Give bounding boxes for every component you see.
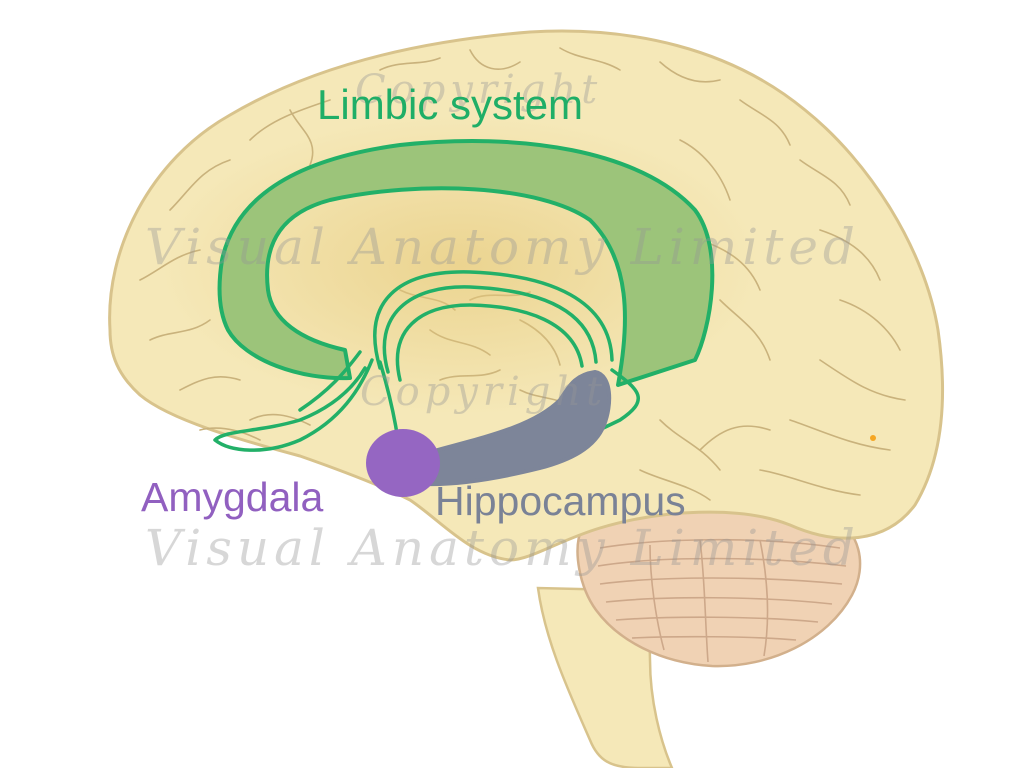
watermark-copyright: Copyright xyxy=(360,369,608,415)
cerebellum-folia xyxy=(597,538,847,663)
hippocampus-label: Hippocampus xyxy=(435,478,686,524)
limbic-cingulate-arc xyxy=(217,139,715,387)
hippocampus xyxy=(418,370,612,487)
watermark-visual-anatomy: Visual Anatomy Limited xyxy=(145,519,860,577)
amygdala-label: Amygdala xyxy=(141,474,324,520)
watermark-visual-anatomy: Visual Anatomy Limited xyxy=(145,218,860,276)
marker-dot xyxy=(870,435,876,441)
limbic-system-label: Limbic system xyxy=(317,81,584,128)
amygdala xyxy=(366,429,440,497)
watermark-copyright: Copyright xyxy=(355,67,603,113)
